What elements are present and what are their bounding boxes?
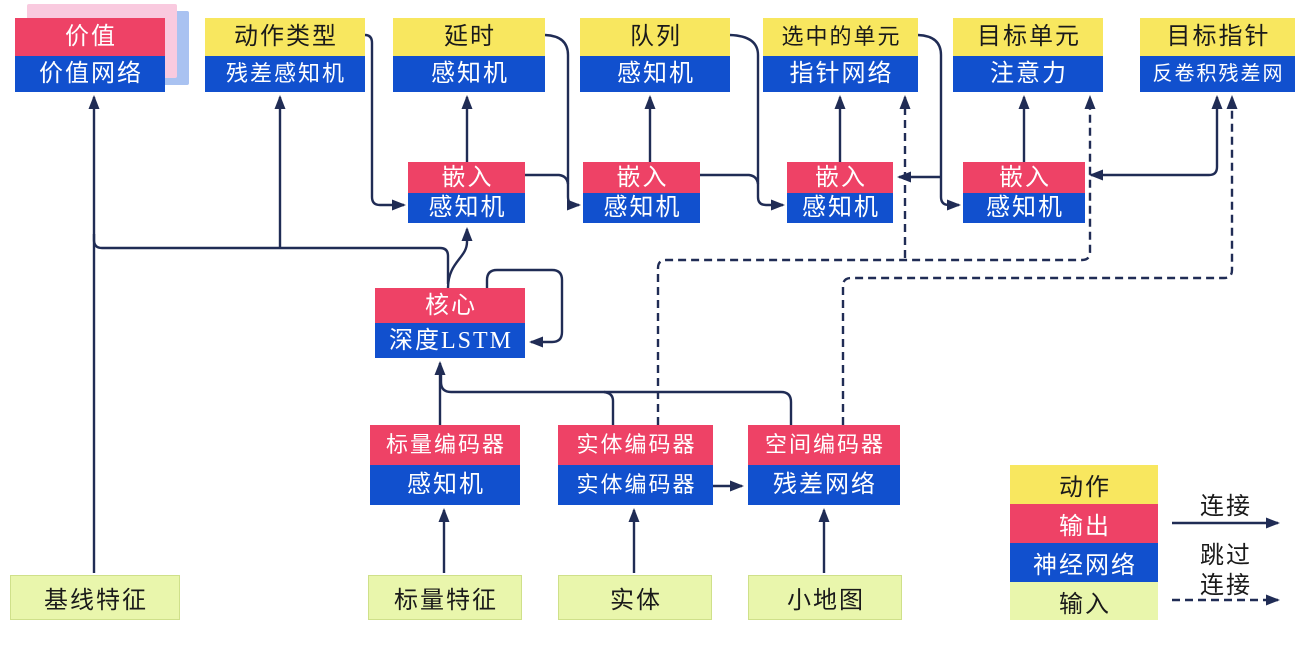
scalar-encoder-body-label: 感知机 xyxy=(370,465,520,505)
entity-skip-to-target-unit xyxy=(656,95,1096,425)
delay-header-label: 延时 xyxy=(393,18,545,56)
embedding1-to-embedding2 xyxy=(525,173,570,185)
embedding-4-node: 嵌入感知机 xyxy=(963,162,1085,223)
embedding-2-node: 嵌入感知机 xyxy=(583,162,700,223)
baseline-features-input: 基线特征 xyxy=(10,575,180,620)
legend-skip-label-line1: 跳过 xyxy=(1200,543,1252,569)
selected-units-body-label: 指针网络 xyxy=(763,56,918,92)
entity-encoder-header-label: 实体编码器 xyxy=(558,425,713,465)
entity-encoder-node: 实体编码器实体编码器 xyxy=(558,425,713,505)
legend-connection-label: 连接 xyxy=(1200,494,1252,520)
embed4-body-label: 感知机 xyxy=(963,193,1085,223)
delay-node: 延时感知机 xyxy=(393,18,545,92)
core-output-left-branch xyxy=(92,234,450,284)
scalar-features-input: 标量特征 xyxy=(368,575,522,620)
embedding2-to-embedding3 xyxy=(700,173,760,185)
action-type-node: 动作类型残差感知机 xyxy=(205,18,365,92)
spatial-encoder-header-label: 空间编码器 xyxy=(748,425,900,465)
target-unit-node: 目标单元注意力 xyxy=(953,18,1103,92)
spatial-skip-to-target-point xyxy=(841,95,1238,425)
entity-encoder-merge-branch xyxy=(603,390,615,425)
value-header-label: 价值 xyxy=(15,18,165,56)
core-body-label: 深度LSTM xyxy=(375,323,525,358)
embedding-1-node: 嵌入感知机 xyxy=(408,162,525,223)
spatial-encoder-body-label: 残差网络 xyxy=(748,465,900,505)
entity-encoder-body-label: 实体编码器 xyxy=(558,465,713,505)
core-recurrent-loop xyxy=(485,268,564,348)
core-to-embedding1 xyxy=(446,227,473,289)
embed1-body-label: 感知机 xyxy=(408,193,525,223)
scalar-encoder-header-label: 标量编码器 xyxy=(370,425,520,465)
value-node: 价值价值网络 xyxy=(15,18,165,92)
action-type-body-label: 残差感知机 xyxy=(205,56,365,92)
embed4-header-label: 嵌入 xyxy=(963,162,1085,193)
embed2-body-label: 感知机 xyxy=(583,193,700,223)
core-node: 核心深度LSTM xyxy=(375,288,525,358)
legend-block-network: 神经网络 xyxy=(1010,543,1158,582)
queue-to-embedding3 xyxy=(729,33,785,211)
target-unit-body-label: 注意力 xyxy=(953,56,1103,92)
legend-block-input: 输入 xyxy=(1010,582,1158,620)
legend-skip-label-line2: 连接 xyxy=(1200,573,1252,599)
queue-header-label: 队列 xyxy=(580,18,730,56)
target-point-header-label: 目标指针 xyxy=(1140,18,1295,56)
action-type-header-label: 动作类型 xyxy=(205,18,365,56)
delay-to-embedding2 xyxy=(544,33,581,211)
value-body-label: 价值网络 xyxy=(15,56,165,92)
spatial-encoder-node: 空间编码器残差网络 xyxy=(748,425,900,505)
embed3-body-label: 感知机 xyxy=(787,193,893,223)
entities-input: 实体 xyxy=(558,575,712,620)
embedding4-to-target-point xyxy=(1089,95,1223,181)
embed3-header-label: 嵌入 xyxy=(787,162,893,193)
target-point-node: 目标指针反卷积残差网 xyxy=(1140,18,1295,92)
selected-units-to-embedding4 xyxy=(917,33,961,211)
selected-units-header-label: 选中的单元 xyxy=(763,18,918,56)
target-unit-header-label: 目标单元 xyxy=(953,18,1103,56)
legend-block-action: 动作 xyxy=(1010,465,1158,504)
core-header-label: 核心 xyxy=(375,288,525,323)
embedding-3-node: 嵌入感知机 xyxy=(787,162,893,223)
queue-node: 队列感知机 xyxy=(580,18,730,92)
delay-body-label: 感知机 xyxy=(393,56,545,92)
queue-body-label: 感知机 xyxy=(580,56,730,92)
embed1-header-label: 嵌入 xyxy=(408,162,525,193)
selected-units-node: 选中的单元指针网络 xyxy=(763,18,918,92)
scalar-encoder-node: 标量编码器感知机 xyxy=(370,425,520,505)
encoders-merge-horizontal xyxy=(439,370,793,425)
minimap-input: 小地图 xyxy=(748,575,902,620)
embed2-header-label: 嵌入 xyxy=(583,162,700,193)
action-type-to-embedding1 xyxy=(364,33,406,211)
target-point-body-label: 反卷积残差网 xyxy=(1140,56,1295,92)
legend-block-output: 输出 xyxy=(1010,504,1158,543)
